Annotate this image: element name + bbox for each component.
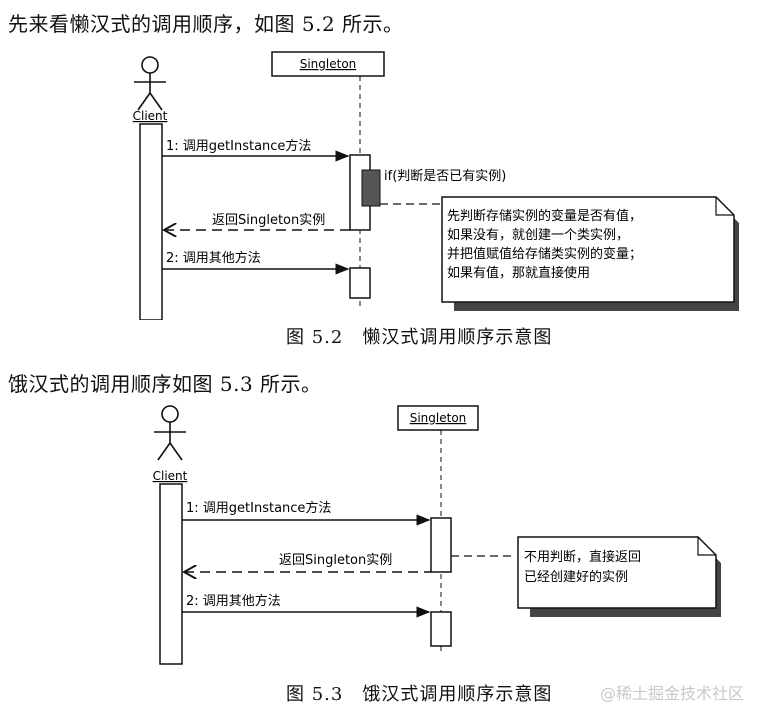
condition-block bbox=[361, 169, 381, 207]
note-line: 并把值赋值给存储类实例的变量； bbox=[447, 246, 642, 262]
actor-label: Client bbox=[133, 109, 168, 123]
message-label-2: 2: 调用其他方法 bbox=[186, 593, 281, 609]
object-box bbox=[271, 51, 385, 77]
object-box bbox=[397, 405, 479, 431]
actor-stick-figure-icon bbox=[134, 56, 166, 111]
return-label: 返回Singleton实例 bbox=[279, 553, 392, 568]
activation-box-2 bbox=[349, 267, 371, 299]
figure-caption-5-2: 图 5.2 懒汉式调用顺序示意图 bbox=[286, 327, 553, 348]
figure-caption-5-3: 图 5.3 饿汉式调用顺序示意图 bbox=[286, 684, 553, 705]
note-line: 如果没有，就创建一个类实例， bbox=[447, 227, 629, 243]
activation-box-1 bbox=[430, 517, 452, 573]
message-label-2: 2: 调用其他方法 bbox=[166, 250, 261, 266]
note-line: 已经创建好的实例 bbox=[524, 569, 628, 585]
note-line: 不用判断，直接返回 bbox=[524, 549, 641, 565]
actor-stick-figure-icon bbox=[154, 405, 186, 461]
intro-text-2: 饿汉式的调用顺序如图 5.3 所示。 bbox=[8, 372, 322, 396]
condition-label: if(判断是否已有实例) bbox=[384, 169, 506, 184]
object-label: Singleton bbox=[410, 411, 467, 425]
sequence-diagram-lazy: Client Singleton 1: 调用getInstance方法 if(判… bbox=[133, 51, 739, 320]
client-activation-bar bbox=[159, 483, 183, 665]
object-label: Singleton bbox=[300, 57, 357, 71]
note-box bbox=[517, 536, 717, 609]
note-box bbox=[441, 196, 735, 303]
sequence-diagram-eager: Client Singleton 1: 调用getInstance方法 返回Si… bbox=[153, 405, 721, 665]
note-line: 先判断存储实例的变量是否有值， bbox=[447, 208, 642, 224]
activation-box-2 bbox=[430, 611, 452, 647]
intro-text-1: 先来看懒汉式的调用顺序，如图 5.2 所示。 bbox=[8, 12, 404, 36]
client-activation-bar bbox=[139, 123, 163, 320]
message-label-1: 1: 调用getInstance方法 bbox=[166, 138, 311, 154]
actor-label: Client bbox=[153, 469, 188, 483]
note-line: 如果有值，那就直接使用 bbox=[447, 265, 590, 281]
watermark: @稀土掘金技术社区 bbox=[599, 684, 744, 703]
return-label: 返回Singleton实例 bbox=[212, 213, 325, 228]
message-label-1: 1: 调用getInstance方法 bbox=[186, 500, 331, 516]
